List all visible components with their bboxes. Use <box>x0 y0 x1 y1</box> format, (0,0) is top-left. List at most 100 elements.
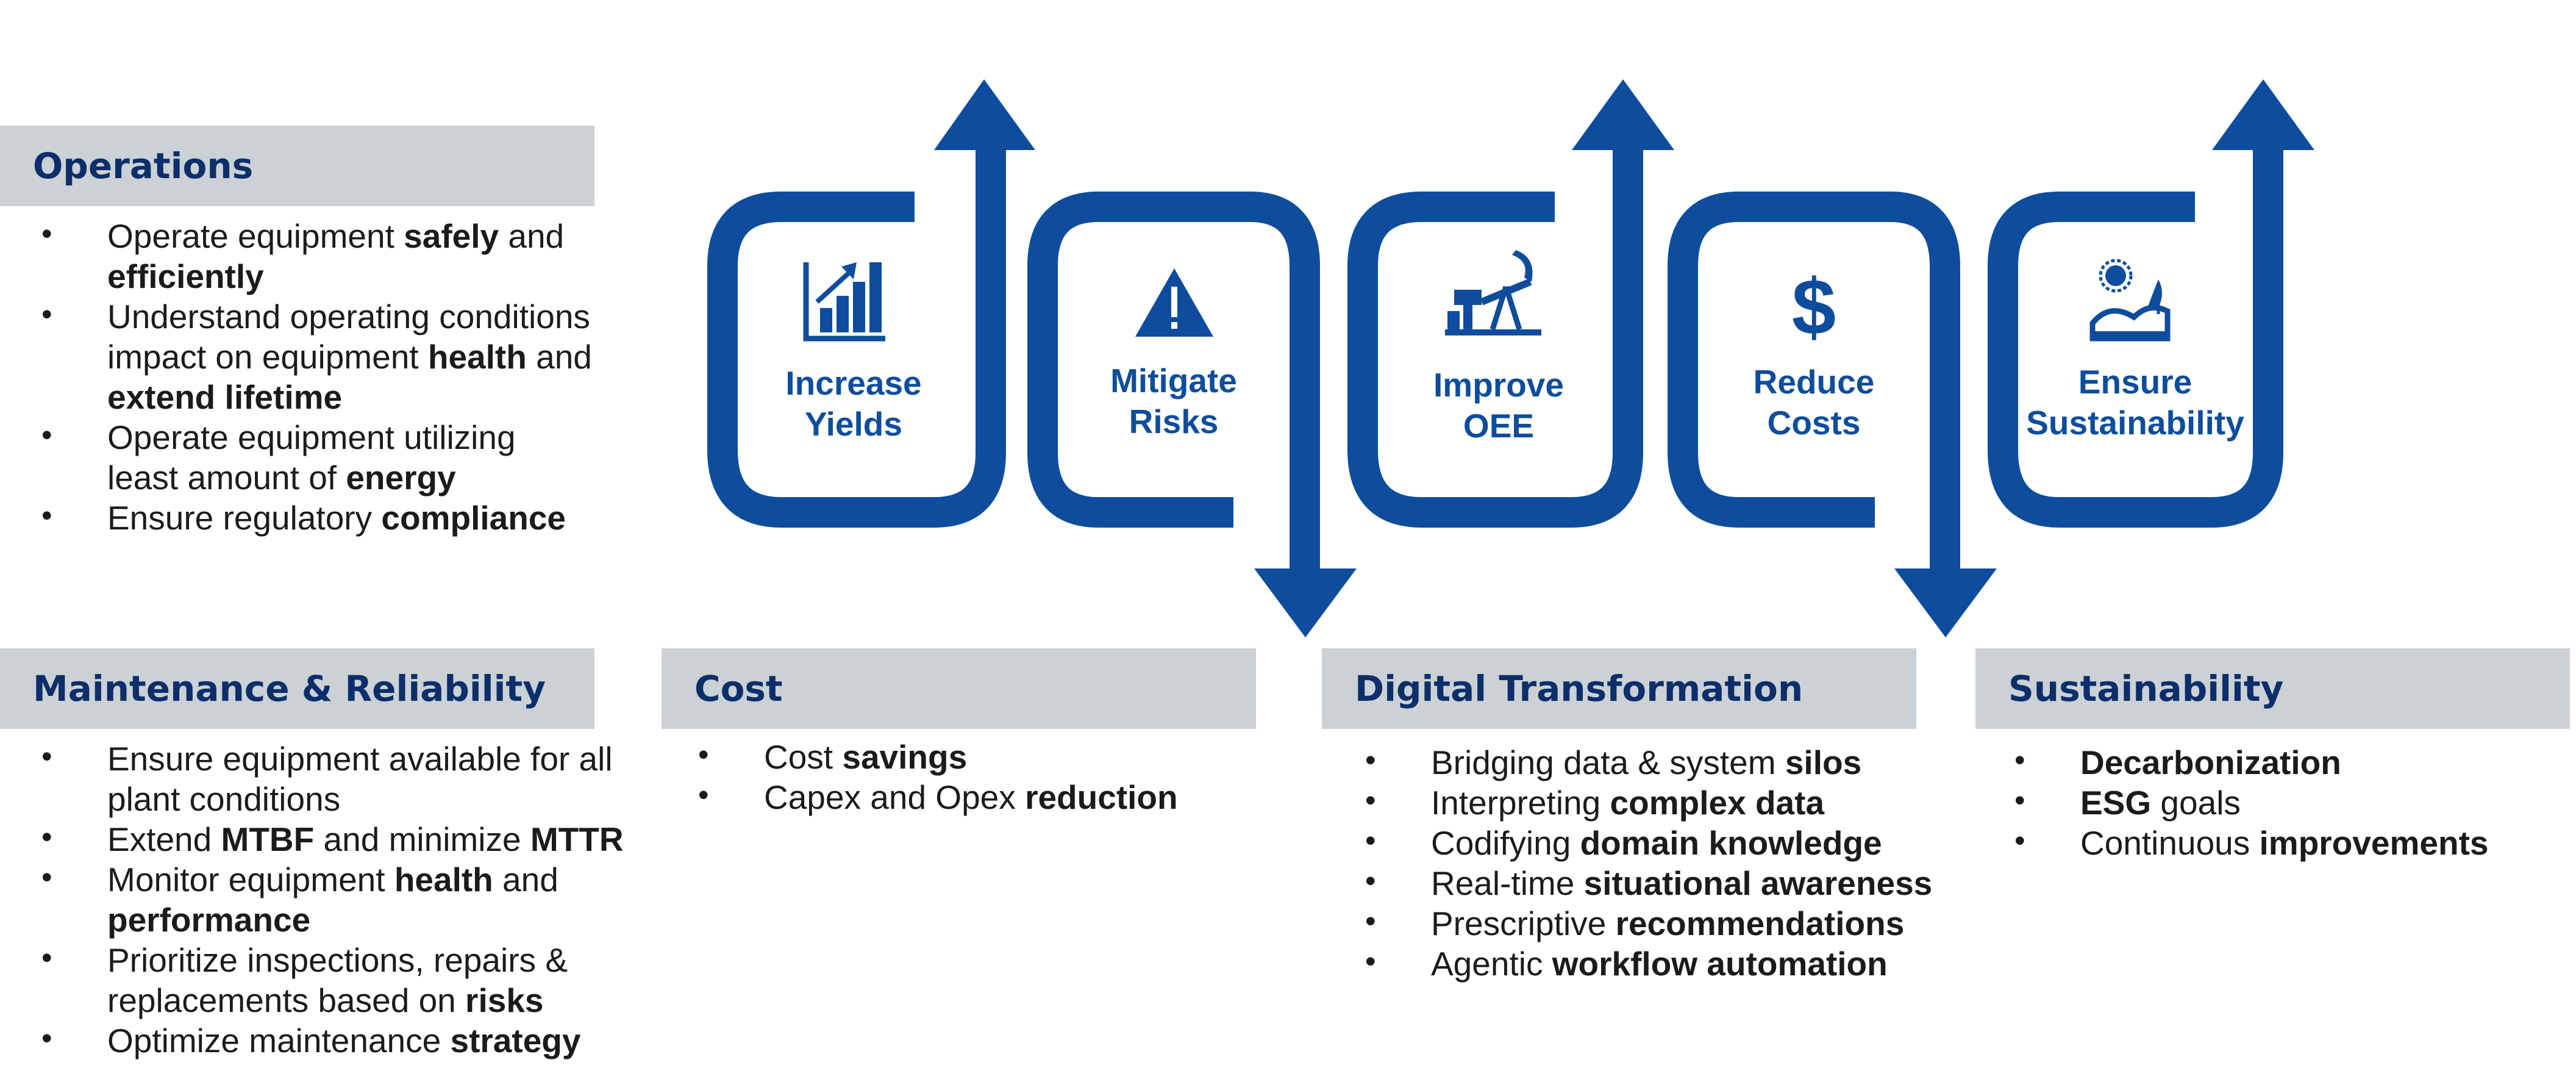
bold-text: compliance <box>381 499 566 537</box>
text: Agentic <box>1431 945 1552 983</box>
step-label-1b: Yields <box>805 405 902 443</box>
text: Operate equipment utilizing least amount… <box>107 418 516 497</box>
arrow-down-2 <box>1254 568 1357 637</box>
list-item: Capex and Opex reduction <box>657 775 1297 817</box>
sustainability-list: DecarbonizationESG goalsContinuous impro… <box>1973 740 2571 863</box>
maintenance-list: Ensure equipment available for all plant… <box>0 736 640 1061</box>
list-item: Bridging data & system silos <box>1324 740 1994 783</box>
bold-text: recommendations <box>1615 905 1905 942</box>
flow-loop-reduce-costs <box>1668 192 1960 571</box>
list-item: Decarbonization <box>1973 740 2571 783</box>
list-item: Cost savings <box>657 734 1297 777</box>
maintenance-header: Maintenance & Reliability <box>0 648 594 729</box>
text: and <box>499 217 565 255</box>
digital-transformation-header: Digital Transformation <box>1322 648 1916 729</box>
step-label-2b: Risks <box>1129 403 1219 440</box>
bold-text: MTTR <box>530 820 624 858</box>
step-label-4b: Costs <box>1768 404 1861 442</box>
cost-header: Cost <box>662 648 1256 729</box>
list-item: Prescriptive recommendations <box>1324 901 1994 944</box>
text: Real-time <box>1431 864 1584 902</box>
text: Bridging data & system <box>1431 744 1785 781</box>
text: Extend <box>107 820 221 858</box>
bold-text: MTBF <box>221 820 315 858</box>
bold-text: risks <box>465 981 544 1019</box>
flow-loop-improve-oee <box>1347 140 1643 528</box>
flow-loop-ensure-sustainability <box>1988 140 2283 528</box>
bold-text: safely <box>404 217 499 255</box>
step-label-3a: Improve <box>1433 366 1564 404</box>
step-label-2a: Mitigate <box>1110 362 1237 400</box>
arrow-down-4 <box>1894 568 1997 637</box>
text: and minimize <box>314 820 530 858</box>
bold-text: workflow automation <box>1552 945 1888 983</box>
bold-text: energy <box>346 459 456 497</box>
bold-text: health <box>427 338 527 376</box>
list-item: Extend MTBF and minimize MTTR <box>0 817 640 859</box>
list-item: Prioritize inspections, repairs & replac… <box>0 938 640 1020</box>
arrow-up-5 <box>2212 79 2314 150</box>
list-item: Operate equipment utilizing least amount… <box>0 415 594 498</box>
list-item: Ensure regulatory compliance <box>0 495 594 538</box>
bold-text: reduction <box>1025 778 1178 816</box>
bold-text: performance <box>107 901 311 939</box>
list-item: Codifying domain knowledge <box>1324 820 1994 863</box>
list-item: ESG goals <box>1973 780 2571 823</box>
step-label-4a: Reduce <box>1754 363 1875 401</box>
text: Cost <box>764 738 843 776</box>
flow-loop-increase-yields <box>707 140 1006 528</box>
text: Optimize maintenance <box>107 1022 451 1060</box>
bold-text: complex data <box>1610 784 1825 822</box>
bold-text: savings <box>842 738 968 776</box>
list-item: Continuous improvements <box>1973 820 2571 863</box>
bold-text: Decarbonization <box>2080 744 2341 781</box>
list-item: Interpreting complex data <box>1324 780 1994 823</box>
bold-text: ESG <box>2080 784 2152 822</box>
text: Monitor equipment <box>107 861 394 898</box>
flow-loop-mitigate-risks <box>1027 192 1320 571</box>
text: Prioritize inspections, repairs & replac… <box>107 941 568 1019</box>
sustainability-icon <box>2089 259 2171 342</box>
chart-up-icon <box>803 262 885 342</box>
list-item: Ensure equipment available for all plant… <box>0 736 640 819</box>
step-label-1a: Increase <box>785 364 921 402</box>
digital-transformation-list: Bridging data & system silosInterpreting… <box>1324 740 1994 984</box>
step-label-5a: Ensure <box>2078 363 2192 401</box>
text: Codifying <box>1431 824 1580 862</box>
list-item: Understand operating conditions impact o… <box>0 294 594 417</box>
bold-text: extend lifetime <box>107 378 343 416</box>
list-item: Agentic workflow automation <box>1324 941 1994 984</box>
warning-icon <box>1135 268 1213 337</box>
bold-text: efficiently <box>107 257 264 295</box>
bold-text: strategy <box>450 1022 581 1060</box>
bold-text: silos <box>1785 744 1862 781</box>
text: goals <box>2151 784 2241 822</box>
bold-text: improvements <box>2259 824 2489 862</box>
arrow-up-1 <box>934 79 1035 150</box>
list-item: Monitor equipment health and performance <box>0 857 640 940</box>
operations-header: Operations <box>0 126 594 206</box>
list-item: Real-time situational awareness <box>1324 861 1994 903</box>
text: Prescriptive <box>1431 905 1616 942</box>
bold-text: health <box>394 861 493 898</box>
list-item: Operate equipment safely and efficiently <box>0 213 594 296</box>
step-label-3b: OEE <box>1463 407 1534 445</box>
text: Ensure regulatory <box>107 499 382 537</box>
sustainability-header: Sustainability <box>1975 648 2570 729</box>
step-label-5b: Sustainability <box>2026 404 2244 442</box>
dollar-icon: $ <box>1792 262 1836 351</box>
text: and <box>493 861 558 898</box>
svg-text:$: $ <box>1792 262 1836 351</box>
list-item: Optimize maintenance strategy <box>0 1018 640 1061</box>
text: Continuous <box>2080 824 2260 862</box>
text: Capex and Opex <box>764 778 1026 816</box>
operations-list: Operate equipment safely and efficiently… <box>0 213 594 538</box>
bold-text: domain knowledge <box>1580 824 1882 862</box>
arrow-up-3 <box>1572 79 1674 150</box>
text: Ensure equipment available for all plant… <box>107 740 613 818</box>
text: Operate equipment <box>107 217 404 255</box>
text: and <box>526 338 592 376</box>
bold-text: situational awareness <box>1583 864 1933 902</box>
text: Interpreting <box>1431 784 1610 822</box>
